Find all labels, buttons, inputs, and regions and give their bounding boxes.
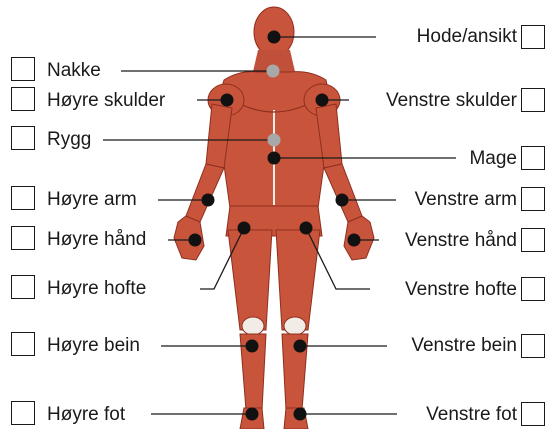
marker-venstre-fot[interactable] [294, 408, 307, 421]
label-venstre-hofte: Venstre hofte [405, 279, 517, 301]
forearm-left [186, 164, 224, 222]
checkbox-rygg[interactable] [11, 126, 35, 150]
label-venstre-skulder: Venstre skulder [386, 90, 517, 112]
marker-venstre-arm[interactable] [336, 194, 349, 207]
knee-right [284, 317, 306, 335]
checkbox-nakke[interactable] [11, 57, 35, 81]
label-hoyre-skulder: Høyre skulder [47, 90, 165, 112]
marker-venstre-hand[interactable] [348, 234, 361, 247]
label-venstre-fot: Venstre fot [426, 404, 517, 426]
label-rygg: Rygg [47, 129, 91, 151]
label-hoyre-fot: Høyre fot [47, 404, 125, 426]
checkbox-hoyre-hand[interactable] [11, 226, 35, 250]
label-venstre-hand: Venstre hånd [405, 230, 517, 252]
checkbox-venstre-hofte[interactable] [521, 277, 545, 301]
marker-rygg[interactable] [268, 134, 281, 147]
checkbox-venstre-bein[interactable] [521, 334, 545, 358]
checkbox-venstre-skulder[interactable] [521, 88, 545, 112]
label-hoyre-arm: Høyre arm [47, 189, 137, 211]
label-hode-ansikt: Hode/ansikt [417, 26, 517, 48]
label-mage: Mage [469, 148, 517, 170]
checkbox-hoyre-hofte[interactable] [11, 275, 35, 299]
marker-hode-ansikt[interactable] [268, 31, 281, 44]
marker-hoyre-arm[interactable] [202, 194, 215, 207]
thigh-right [276, 230, 320, 330]
label-venstre-bein: Venstre bein [411, 335, 517, 357]
checkbox-hoyre-arm[interactable] [11, 186, 35, 210]
marker-hoyre-skulder[interactable] [221, 94, 234, 107]
label-venstre-arm: Venstre arm [415, 189, 517, 211]
checkbox-hoyre-bein[interactable] [11, 332, 35, 356]
checkbox-hode-ansikt[interactable] [521, 25, 545, 49]
label-nakke: Nakke [47, 60, 101, 82]
label-hoyre-bein: Høyre bein [47, 335, 140, 357]
checkbox-venstre-fot[interactable] [521, 402, 545, 426]
marker-hoyre-fot[interactable] [246, 408, 259, 421]
checkbox-venstre-arm[interactable] [521, 187, 545, 211]
knee-left [242, 317, 264, 335]
marker-hoyre-bein[interactable] [246, 340, 259, 353]
marker-venstre-skulder[interactable] [316, 94, 329, 107]
marker-venstre-hofte[interactable] [300, 222, 313, 235]
forearm-right [324, 164, 362, 222]
label-hoyre-hand: Høyre hånd [47, 229, 146, 251]
thigh-left [228, 230, 272, 330]
checkbox-hoyre-skulder[interactable] [11, 87, 35, 111]
checkbox-venstre-hand[interactable] [521, 228, 545, 252]
marker-mage[interactable] [268, 152, 281, 165]
label-hoyre-hofte: Høyre hofte [47, 278, 146, 300]
checkbox-mage[interactable] [521, 146, 545, 170]
marker-hoyre-hofte[interactable] [238, 222, 251, 235]
marker-venstre-bein[interactable] [294, 340, 307, 353]
marker-nakke[interactable] [267, 65, 280, 78]
marker-hoyre-hand[interactable] [189, 234, 202, 247]
checkbox-hoyre-fot[interactable] [11, 401, 35, 425]
